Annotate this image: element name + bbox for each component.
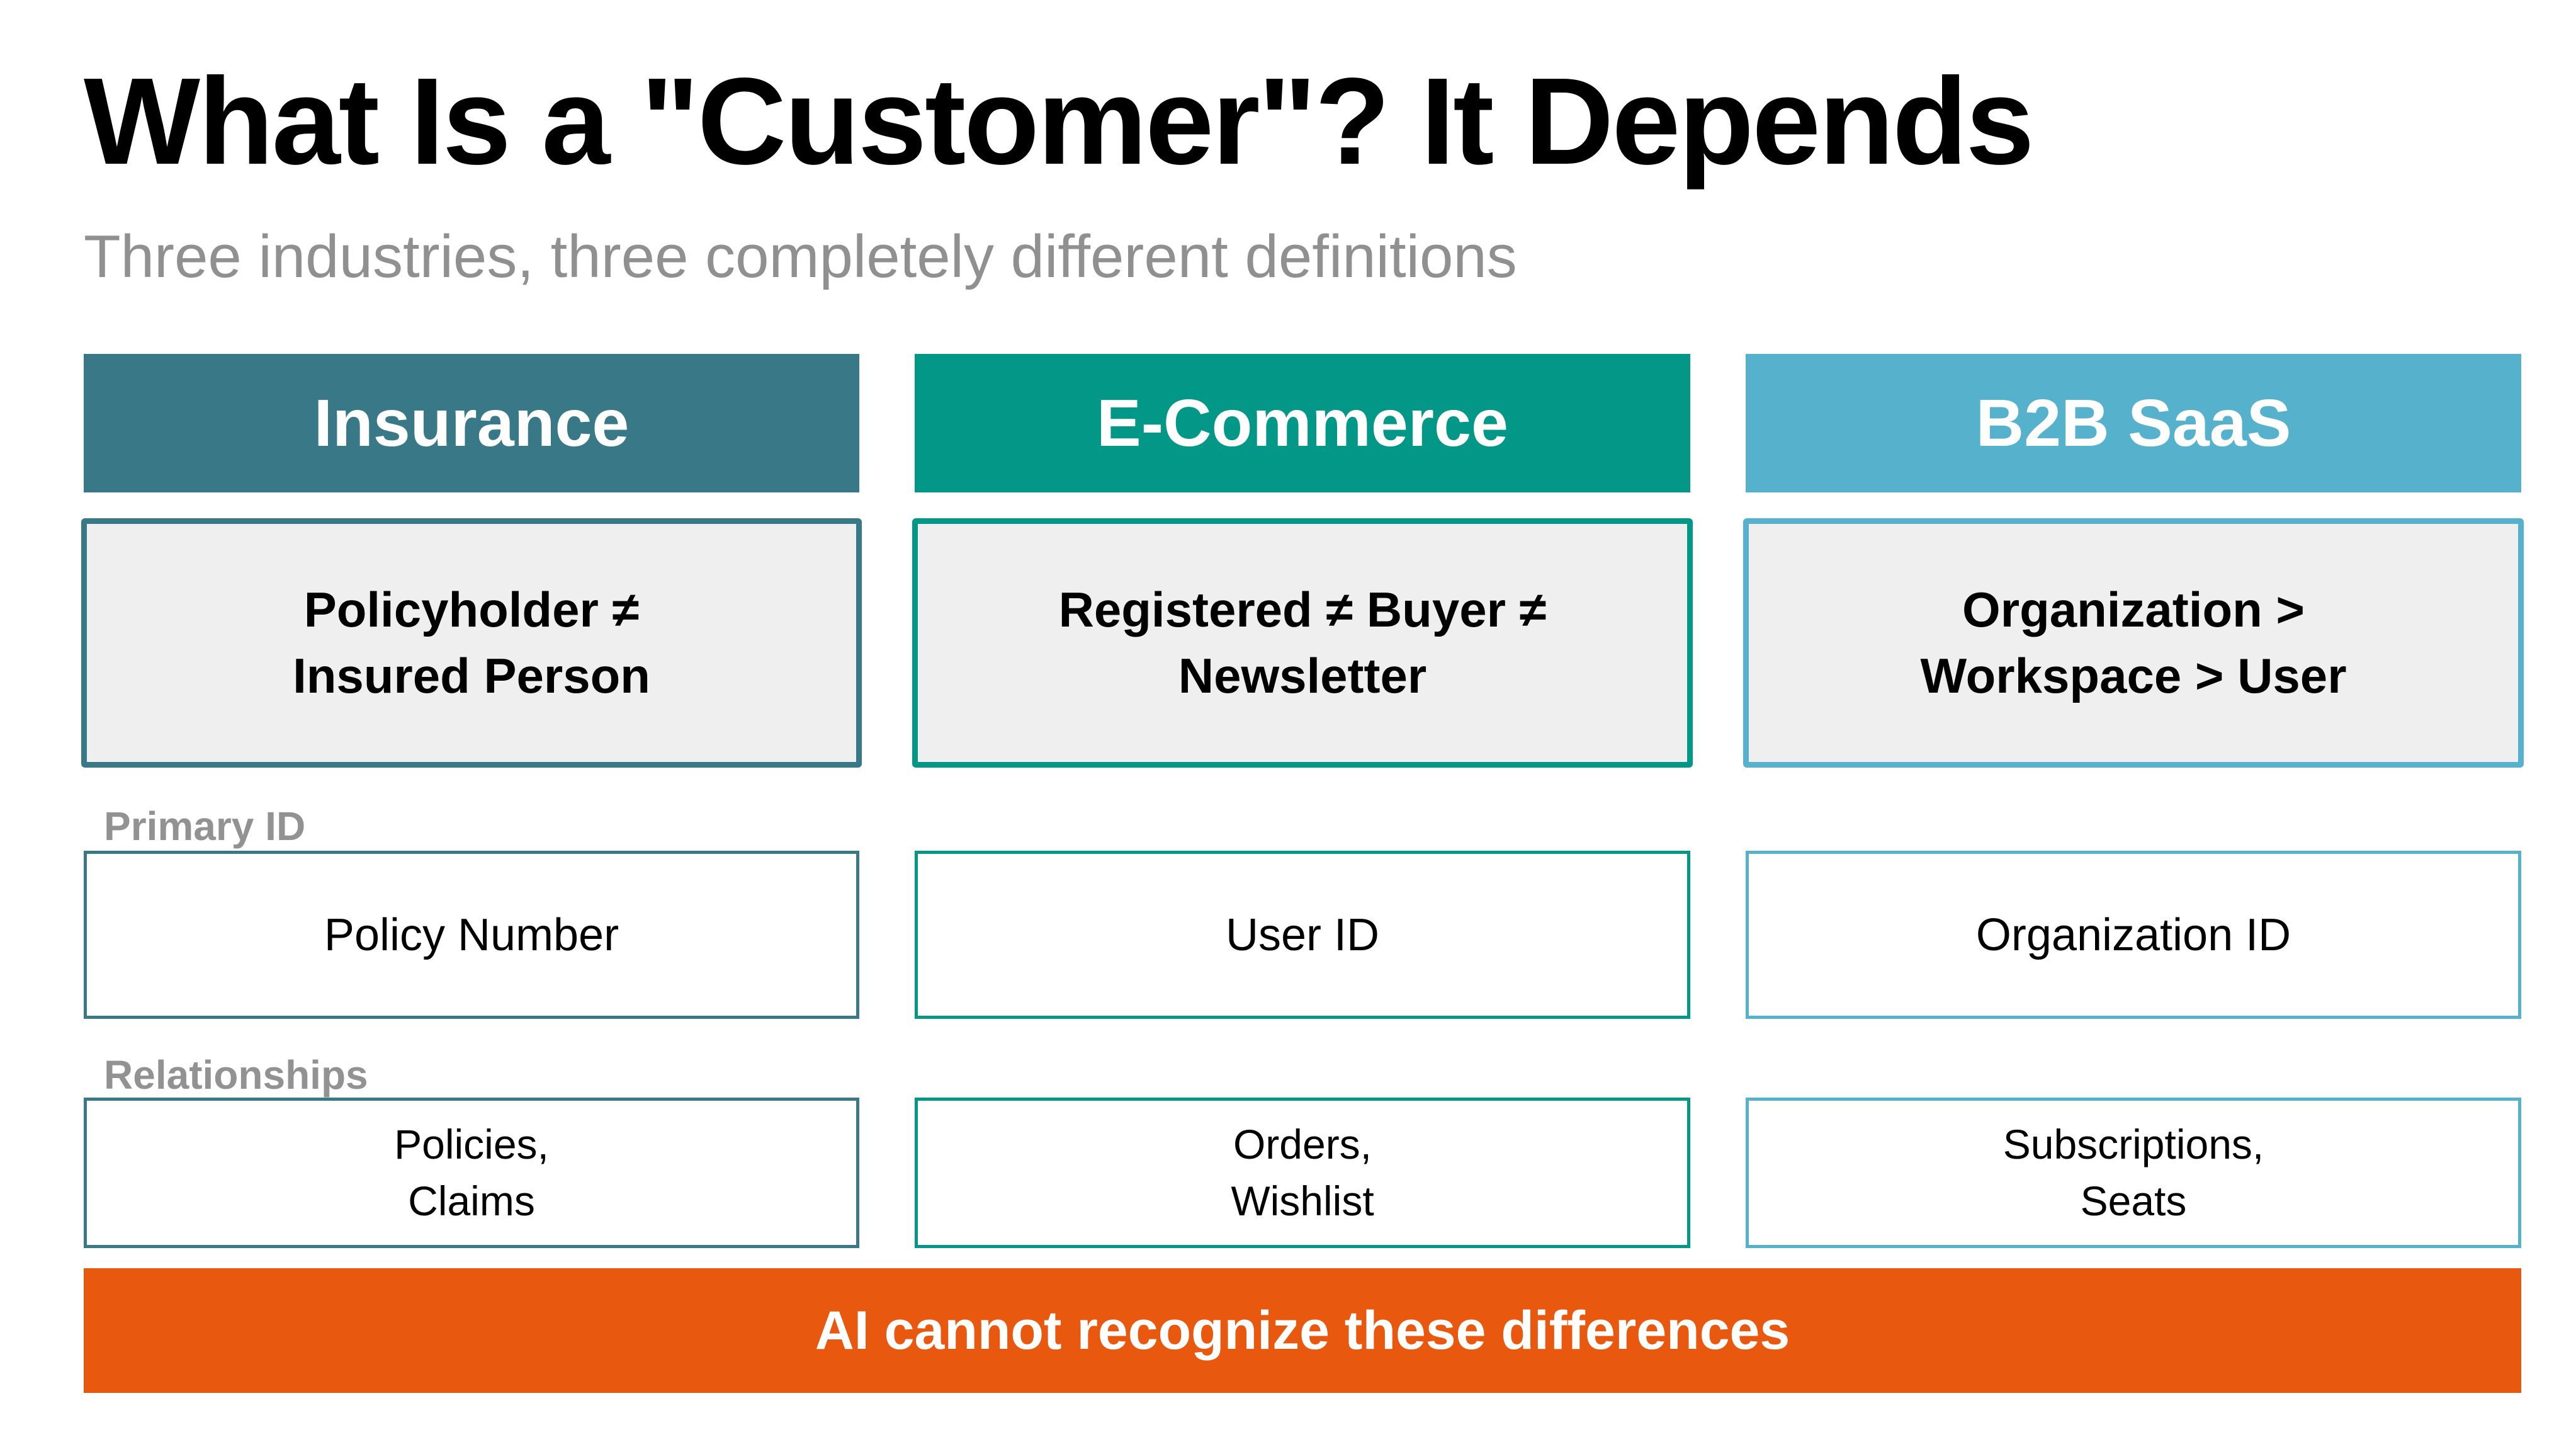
column-header-b2b-saas: B2B SaaS (1746, 354, 2521, 492)
primary-id-box-b2b-saas: Organization ID (1746, 851, 2521, 1019)
slide-subtitle: Three industries, three completely diffe… (84, 223, 1517, 290)
column-header-ecommerce: E-Commerce (915, 354, 1690, 492)
relationships-box-ecommerce: Orders, Wishlist (915, 1098, 1690, 1248)
relationships-box-b2b-saas: Subscriptions, Seats (1746, 1098, 2521, 1248)
relationships-box-insurance: Policies, Claims (84, 1098, 859, 1248)
definition-box-insurance: Policyholder ≠ Insured Person (81, 518, 862, 768)
definition-box-ecommerce: Registered ≠ Buyer ≠ Newsletter (912, 518, 1693, 768)
row-label-primary-id: Primary ID (104, 804, 306, 849)
slide-title: What Is a "Customer"? It Depends (84, 52, 2035, 190)
warning-banner: AI cannot recognize these differences (84, 1268, 2521, 1393)
row-label-relationships: Relationships (104, 1052, 368, 1098)
primary-id-box-ecommerce: User ID (915, 851, 1690, 1019)
column-header-insurance: Insurance (84, 354, 859, 492)
primary-id-box-insurance: Policy Number (84, 851, 859, 1019)
definition-box-b2b-saas: Organization > Workspace > User (1743, 518, 2524, 768)
